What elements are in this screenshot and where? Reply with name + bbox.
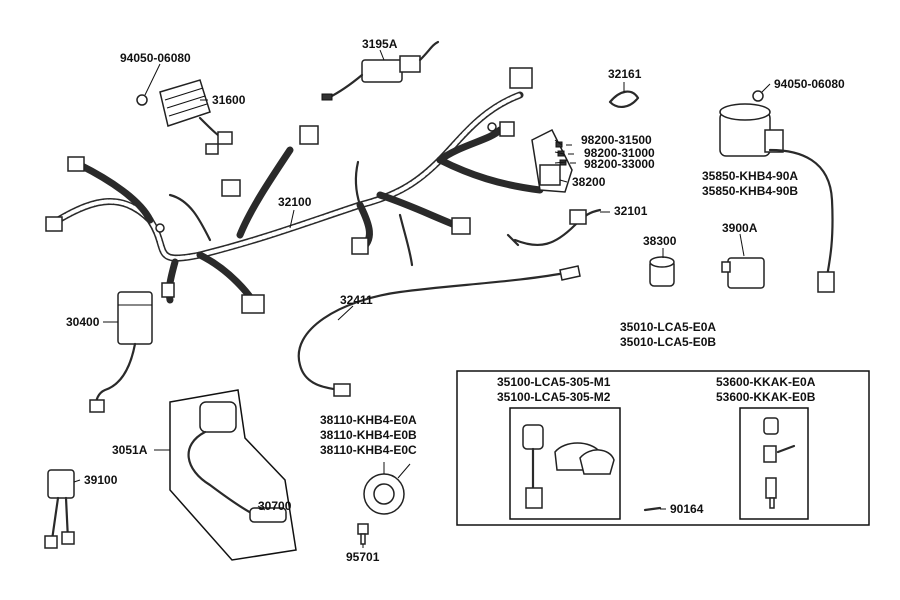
label-98200-31000: 98200-31000 [584, 146, 655, 160]
part-3051A-coil [169, 389, 297, 561]
label-38200: 38200 [572, 175, 606, 189]
label-38110-KHB4-E0A: 38110-KHB4-E0A [320, 413, 417, 427]
label-95701: 95701 [346, 550, 380, 564]
label-38300: 38300 [643, 234, 677, 248]
label-32161: 32161 [608, 67, 642, 81]
label-35850-KHB4-90A: 35850-KHB4-90A [702, 169, 798, 183]
main-wire-harness [45, 67, 544, 314]
harness-connector [67, 156, 85, 172]
part-35010-lock-set [456, 370, 870, 526]
part-labels: 3195A 94050-06080 31600 32161 94050-0608… [66, 37, 845, 564]
part-3195A [321, 40, 440, 101]
part-39100-relay [44, 469, 75, 549]
part-38300-relay [649, 256, 675, 287]
part-35850-ignition-switch [719, 90, 835, 293]
label-3051A: 3051A [112, 443, 148, 457]
label-35850-KHB4-90B: 35850-KHB4-90B [702, 184, 798, 198]
label-53600-KKAK-E0B: 53600-KKAK-E0B [716, 390, 816, 404]
part-95701-bolt [357, 523, 369, 545]
label-94050-06080-right: 94050-06080 [774, 77, 845, 91]
label-35010-LCA5-E0A: 35010-LCA5-E0A [620, 320, 716, 334]
part-30400-cdi [89, 291, 153, 413]
label-39100: 39100 [84, 473, 118, 487]
label-35100-LCA5-305-M2: 35100-LCA5-305-M2 [497, 390, 611, 404]
label-3900A: 3900A [722, 221, 758, 235]
label-98200-31500: 98200-31500 [581, 133, 652, 147]
label-90164: 90164 [670, 502, 704, 516]
label-98200-33000: 98200-33000 [584, 157, 655, 171]
label-35010-LCA5-E0B: 35010-LCA5-E0B [620, 335, 716, 349]
part-32411-cable [297, 265, 581, 397]
label-3195A: 3195A [362, 37, 398, 51]
label-32100: 32100 [278, 195, 312, 209]
label-30400: 30400 [66, 315, 100, 329]
part-3900A-flasher [721, 257, 765, 289]
label-38110-KHB4-E0C: 38110-KHB4-E0C [320, 443, 417, 457]
part-32101-sub-harness [506, 208, 602, 247]
part-38200-fuse-box [531, 128, 576, 193]
part-32161-band [608, 90, 640, 108]
label-94050-06080-left: 94050-06080 [120, 51, 191, 65]
label-53600-KKAK-E0A: 53600-KKAK-E0A [716, 375, 816, 389]
label-32101: 32101 [614, 204, 648, 218]
part-31600-regulator [136, 79, 233, 155]
label-31600: 31600 [212, 93, 246, 107]
label-32411: 32411 [340, 293, 373, 307]
label-30700: 30700 [258, 499, 292, 513]
part-38110-horn [363, 463, 411, 515]
leader-lines [73, 49, 771, 548]
label-38110-KHB4-E0B: 38110-KHB4-E0B [320, 428, 417, 442]
label-35100-LCA5-305-M1: 35100-LCA5-305-M1 [497, 375, 611, 389]
